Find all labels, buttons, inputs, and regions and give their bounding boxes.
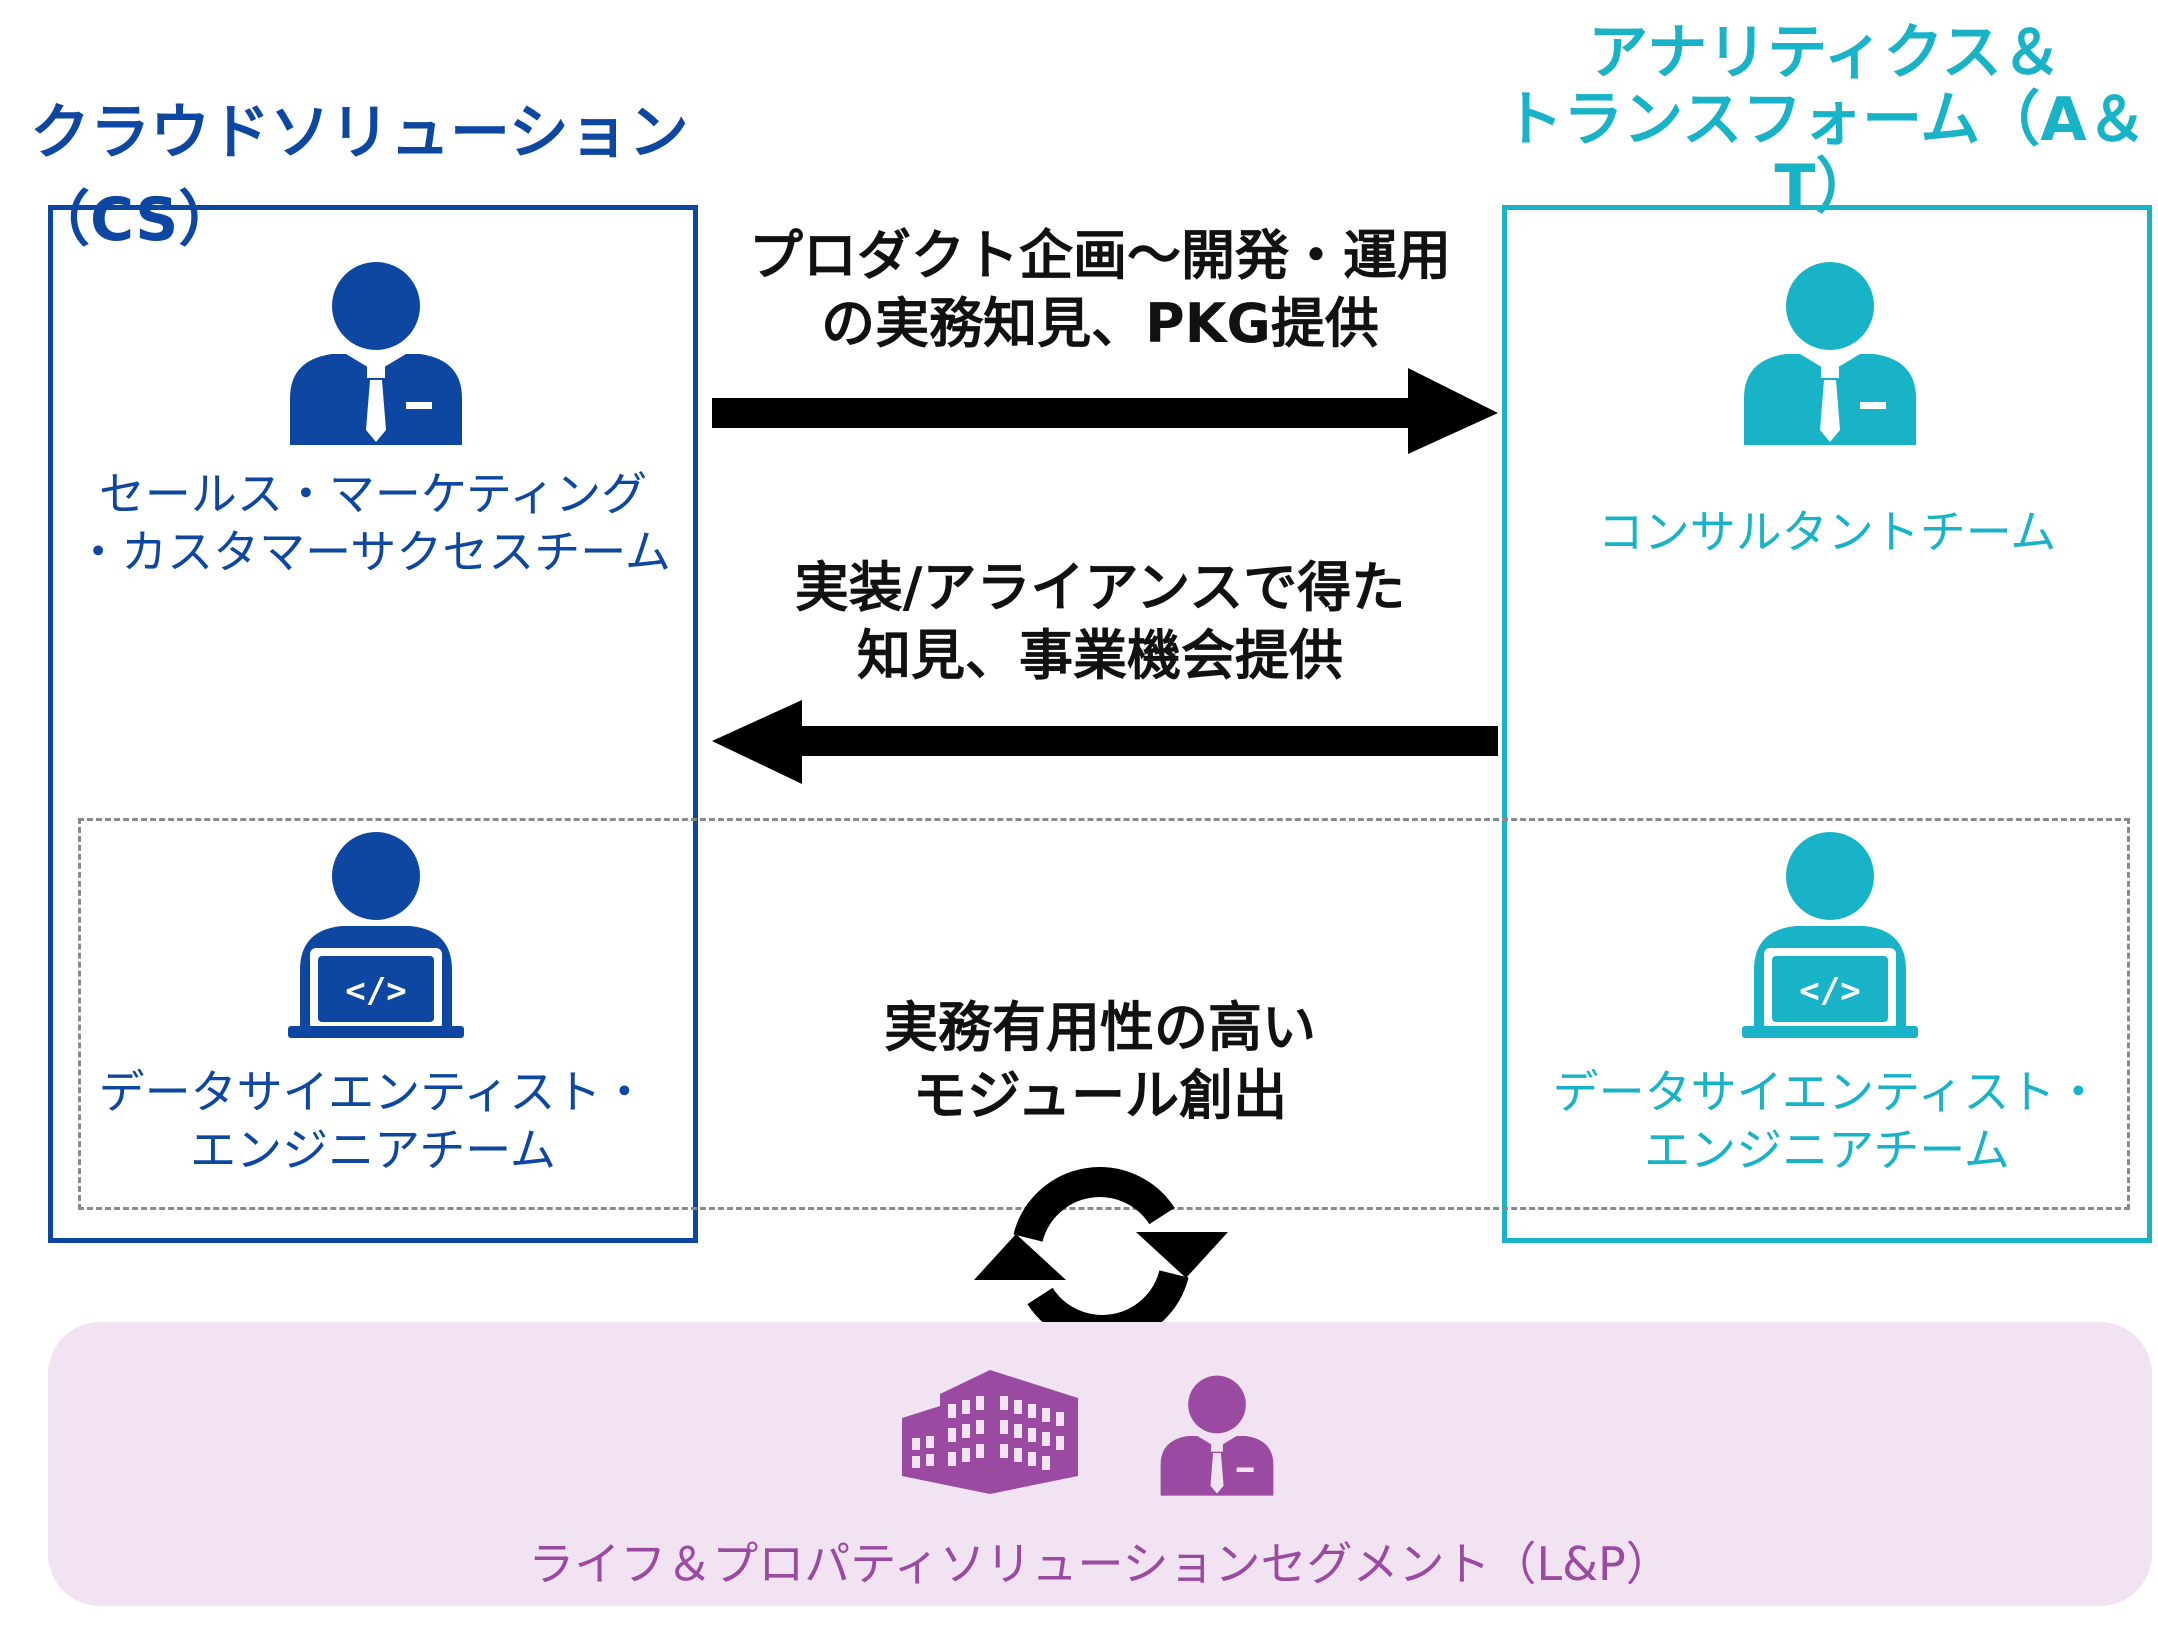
business-person-icon (1744, 262, 1916, 445)
cs-data-science-team-label: データサイエンティスト・ エンジニアチーム (98, 1065, 648, 1177)
cs-sales-team-label: セールス・マーケティング ・カスタマーサクセスチーム (75, 467, 671, 579)
lp-segment-label: ライフ＆プロパティソリューションセグメント（L&P） (528, 1537, 1672, 1591)
at-consultant-team-label: コンサルタントチーム (1597, 505, 2057, 559)
building-icon (902, 1370, 1078, 1494)
flow-to-at-text: プロダクト企画〜開発・運用 の実務知見、PKG提供 (749, 224, 1451, 355)
business-person-icon (1160, 1375, 1274, 1496)
at-title: アナリティクス＆ トランスフォーム（A＆T） (1503, 18, 2147, 223)
module-creation-text: 実務有用性の高い モジュール創出 (884, 996, 1316, 1127)
arrow-left-icon (712, 700, 1498, 784)
lp-segment-box (48, 1322, 2152, 1606)
at-data-science-team-label: データサイエンティスト・ エンジニアチーム (1552, 1065, 2102, 1177)
svg-text:</>: </> (345, 971, 406, 1011)
business-person-icon (290, 262, 462, 445)
at-box (1502, 205, 2152, 1243)
arrow-right-icon (712, 368, 1498, 454)
cs-title: クラウドソリューション（CS） (30, 98, 689, 255)
svg-text:</>: </> (1799, 971, 1860, 1011)
data-science-group-outline (78, 818, 2130, 1210)
cs-box (48, 205, 698, 1243)
developer-laptop-icon: </> (288, 832, 464, 1038)
flow-to-cs-text: 実装/アライアンスで得た 知見、事業機会提供 (794, 556, 1406, 687)
developer-laptop-icon: </> (1742, 832, 1918, 1038)
